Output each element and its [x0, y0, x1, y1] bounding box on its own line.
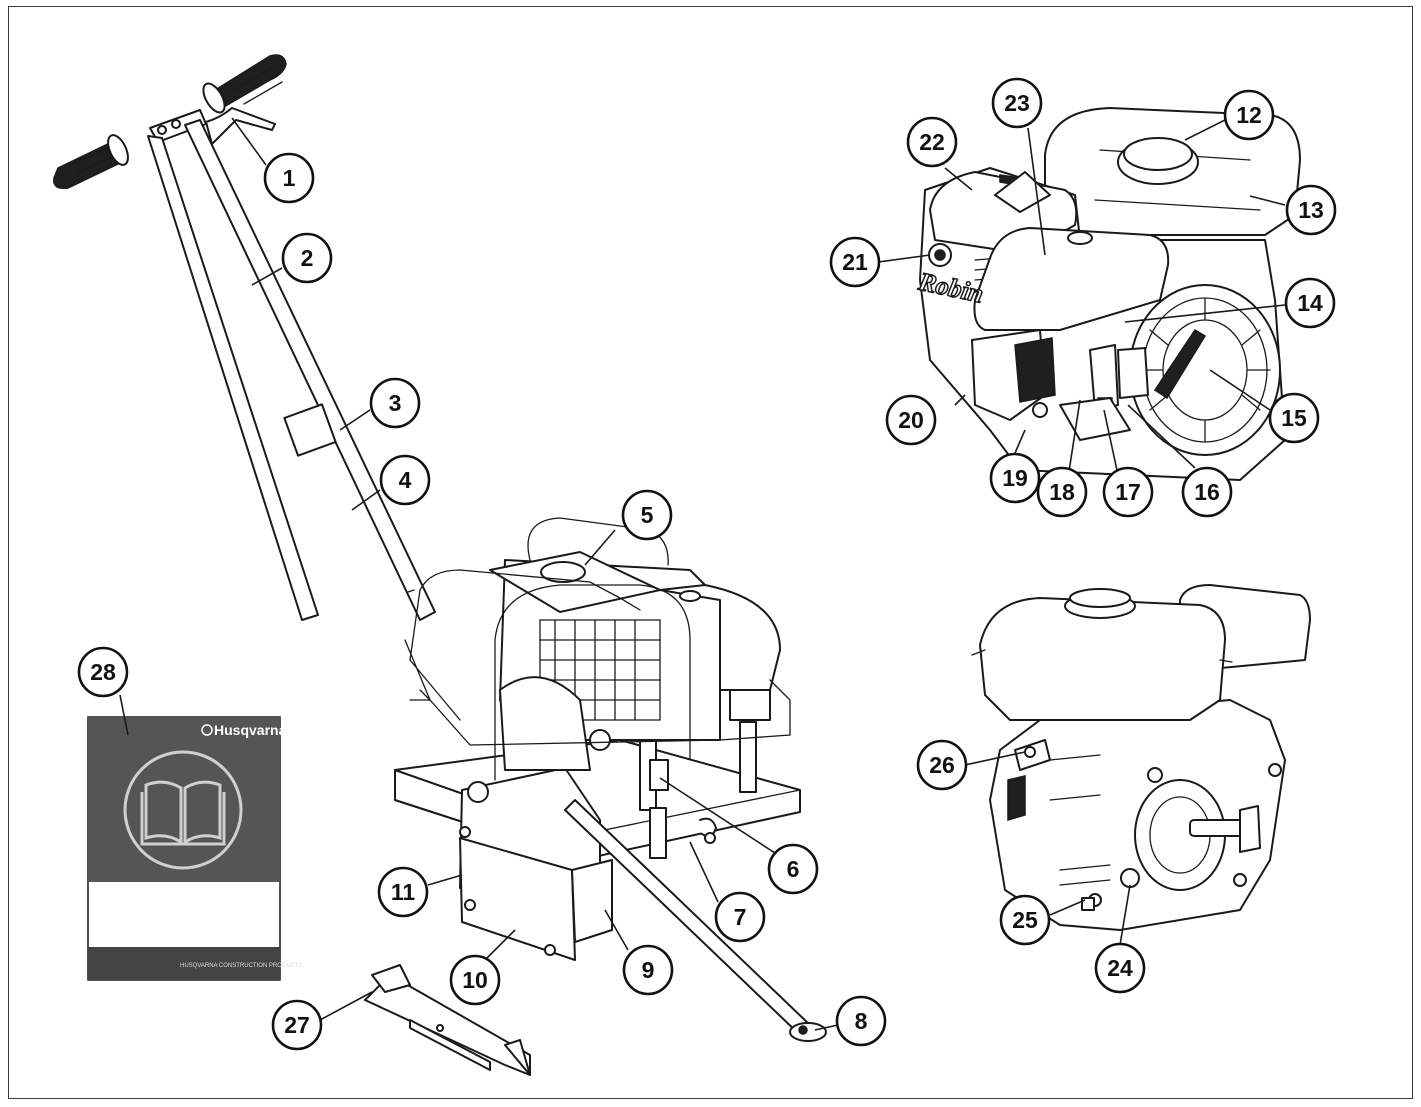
tow-bar: [564, 799, 827, 1042]
svg-text:9: 9: [642, 957, 655, 983]
engine-front-view: Robin: [914, 107, 1301, 481]
callout-23: 23: [991, 77, 1043, 129]
svg-text:15: 15: [1281, 405, 1307, 431]
svg-text:8: 8: [855, 1008, 868, 1034]
callout-20: 20: [885, 394, 937, 446]
callout-2: 2: [281, 232, 333, 284]
callout-15: 15: [1268, 392, 1320, 444]
drain-valve: [649, 759, 717, 844]
svg-text:18: 18: [1049, 479, 1075, 505]
svg-text:26: 26: [929, 752, 955, 778]
callout-18: 18: [1036, 466, 1088, 518]
callout-24: 24: [1094, 942, 1146, 994]
svg-text:24: 24: [1107, 955, 1133, 981]
exciter-housing: [459, 767, 613, 961]
svg-text:6: 6: [787, 856, 800, 882]
recoil-starter: [1129, 284, 1281, 456]
callout-19: 19: [989, 452, 1041, 504]
callout-12: 12: [1223, 89, 1275, 141]
handle-assembly: [53, 54, 436, 621]
open-book-icon: [123, 750, 243, 870]
callout-5: 5: [621, 489, 673, 541]
callout-9: 9: [622, 944, 674, 996]
manual-footer-text: HUSQVARNA CONSTRUCTION PRODUCTS: [180, 963, 303, 969]
callout-10: 10: [449, 954, 501, 1006]
manual-cover-footer: [88, 947, 280, 980]
engine-rear-view: [971, 584, 1311, 931]
svg-text:28: 28: [90, 659, 116, 685]
callout-7: 7: [714, 891, 766, 943]
svg-text:14: 14: [1297, 290, 1323, 316]
svg-text:23: 23: [1004, 90, 1030, 116]
svg-text:2: 2: [301, 245, 314, 271]
callout-4: 4: [379, 454, 431, 506]
callout-28: 28: [77, 646, 129, 698]
manual-brand: Husqvarna: [214, 722, 287, 738]
svg-text:27: 27: [284, 1012, 310, 1038]
callout-25: 25: [999, 894, 1051, 946]
callout-6: 6: [767, 843, 819, 895]
callout-27: 27: [271, 999, 323, 1051]
callouts: 1 2 3 4 5 6 7 8 9 10 11 12 13 14 15 16 1…: [77, 77, 1337, 1051]
callout-8: 8: [835, 995, 887, 1047]
callout-1: 1: [263, 152, 315, 204]
callout-17: 17: [1102, 466, 1154, 518]
callout-26: 26: [916, 739, 968, 791]
svg-text:7: 7: [734, 904, 747, 930]
callout-11: 11: [377, 866, 429, 918]
svg-text:21: 21: [842, 249, 868, 275]
svg-text:5: 5: [641, 502, 654, 528]
svg-text:11: 11: [391, 879, 416, 905]
callout-21: 21: [829, 236, 881, 288]
svg-text:12: 12: [1236, 102, 1262, 128]
callout-22: 22: [906, 116, 958, 168]
svg-text:20: 20: [898, 407, 924, 433]
svg-text:3: 3: [389, 390, 402, 416]
svg-text:19: 19: [1002, 465, 1028, 491]
svg-text:25: 25: [1012, 907, 1038, 933]
operator-manual: Husqvarna HUSQVARNA CONSTRUCTION PRODUCT…: [87, 716, 303, 981]
roll-cage: [404, 517, 791, 781]
svg-text:13: 13: [1298, 197, 1324, 223]
svg-text:10: 10: [462, 967, 488, 993]
scraper-attachment: [364, 964, 531, 1076]
leader-lines: [119, 117, 1286, 1031]
callout-16: 16: [1181, 466, 1233, 518]
svg-text:4: 4: [399, 467, 412, 493]
callout-3: 3: [369, 377, 421, 429]
fuel-cap: [1117, 137, 1199, 185]
callout-13: 13: [1285, 184, 1337, 236]
svg-text:1: 1: [283, 165, 296, 191]
svg-text:16: 16: [1194, 479, 1220, 505]
svg-text:22: 22: [919, 129, 945, 155]
husqvarna-logo-icon: Husqvarna: [201, 722, 287, 738]
diagram-frame: [8, 6, 1413, 1099]
svg-text:17: 17: [1115, 479, 1141, 505]
callout-14: 14: [1284, 277, 1336, 329]
